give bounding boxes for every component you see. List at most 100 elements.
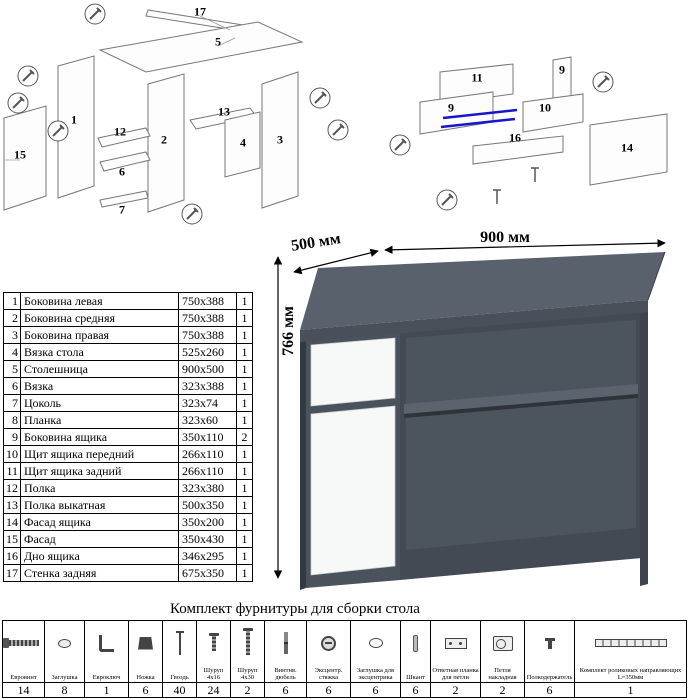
rail-icon	[575, 621, 686, 665]
part-name: Фасад	[20, 530, 179, 548]
part-number: 6	[3, 377, 21, 395]
part-size: 750x388	[178, 309, 237, 327]
part-number: 14	[3, 513, 21, 531]
part-name: Планка	[20, 411, 179, 429]
part-number: 2	[3, 309, 21, 327]
part-name: Фасад ящика	[20, 513, 179, 531]
part-size: 350x430	[178, 530, 237, 548]
part-size: 900x500	[178, 360, 237, 378]
part-size: 323x60	[178, 411, 237, 429]
part-name: Стенка задняя	[20, 564, 179, 582]
part-number: 9	[3, 428, 21, 446]
part-callout: 11	[471, 70, 483, 85]
part-callout: 7	[119, 202, 125, 217]
part-name: Полка	[20, 479, 179, 497]
hardware-qty: 6	[129, 682, 162, 697]
part-qty: 1	[236, 377, 253, 395]
part-size: 346x295	[178, 547, 237, 565]
drawer-front	[310, 337, 396, 407]
hardware-label: Петля накладная	[488, 667, 517, 681]
part-number: 7	[3, 394, 21, 412]
part-qty: 1	[236, 462, 253, 480]
part-qty: 1	[236, 360, 253, 378]
hardware-qty: 40	[163, 682, 196, 697]
part-callout: 2	[161, 132, 167, 147]
part-number: 10	[3, 445, 21, 463]
part-qty: 1	[236, 513, 253, 531]
leg-icon	[129, 621, 162, 665]
part-callout: 6	[119, 164, 125, 179]
part-callout: 15	[14, 147, 26, 162]
drawer-line-art	[389, 56, 668, 211]
dowel-icon	[401, 621, 430, 665]
hardware-qty: 6	[265, 682, 306, 697]
part-name: Вязка стола	[20, 343, 179, 361]
part-name: Боковина ящика	[20, 428, 179, 446]
part-qty: 2	[236, 428, 253, 446]
part-callout: 12	[114, 124, 126, 139]
cam-icon	[307, 621, 350, 665]
part-number: 4	[3, 343, 21, 361]
dimension-height-label: 766 мм	[280, 306, 297, 356]
part-name: Боковина левая	[20, 292, 179, 310]
part-qty: 1	[236, 479, 253, 497]
part-size: 323x380	[178, 479, 237, 497]
cam-cap-icon	[351, 621, 400, 665]
dimension-arrows	[273, 238, 666, 579]
part-number: 5	[3, 360, 21, 378]
part-number: 15	[3, 530, 21, 548]
part-callout: 4	[240, 135, 246, 150]
screw-s-icon	[197, 621, 230, 665]
part-size: 500x350	[178, 496, 237, 514]
hardware-qty: 8	[45, 682, 84, 697]
part-name: Цоколь	[20, 394, 179, 412]
hardware-label: Полкодержатель	[526, 674, 573, 681]
part-size: 266x110	[178, 462, 237, 480]
desk-drawing	[273, 238, 666, 590]
part-qty: 1	[236, 564, 253, 582]
part-name: Боковина средняя	[20, 309, 179, 327]
part-callout: 14	[621, 140, 633, 155]
part-callout: 3	[277, 132, 283, 147]
part-number: 13	[3, 496, 21, 514]
part-qty: 1	[236, 326, 253, 344]
part-callout: 10	[539, 100, 551, 115]
part-qty: 1	[236, 309, 253, 327]
part-callout: 5	[215, 34, 221, 49]
part-number: 11	[3, 462, 21, 480]
hardware-qty: 6	[351, 682, 400, 697]
hinge-icon	[481, 621, 524, 665]
part-name: Полка выкатная	[20, 496, 179, 514]
part-qty: 1	[236, 343, 253, 361]
hardware-kit-title: Комплект фурнитуры для сборки стола	[170, 601, 420, 617]
hardware-qty: 6	[401, 682, 430, 697]
part-qty: 1	[236, 394, 253, 412]
part-number: 1	[3, 292, 21, 310]
part-qty: 1	[236, 292, 253, 310]
hardware-label: Гвоздь	[170, 674, 189, 681]
hardware-qty: 2	[231, 682, 264, 697]
